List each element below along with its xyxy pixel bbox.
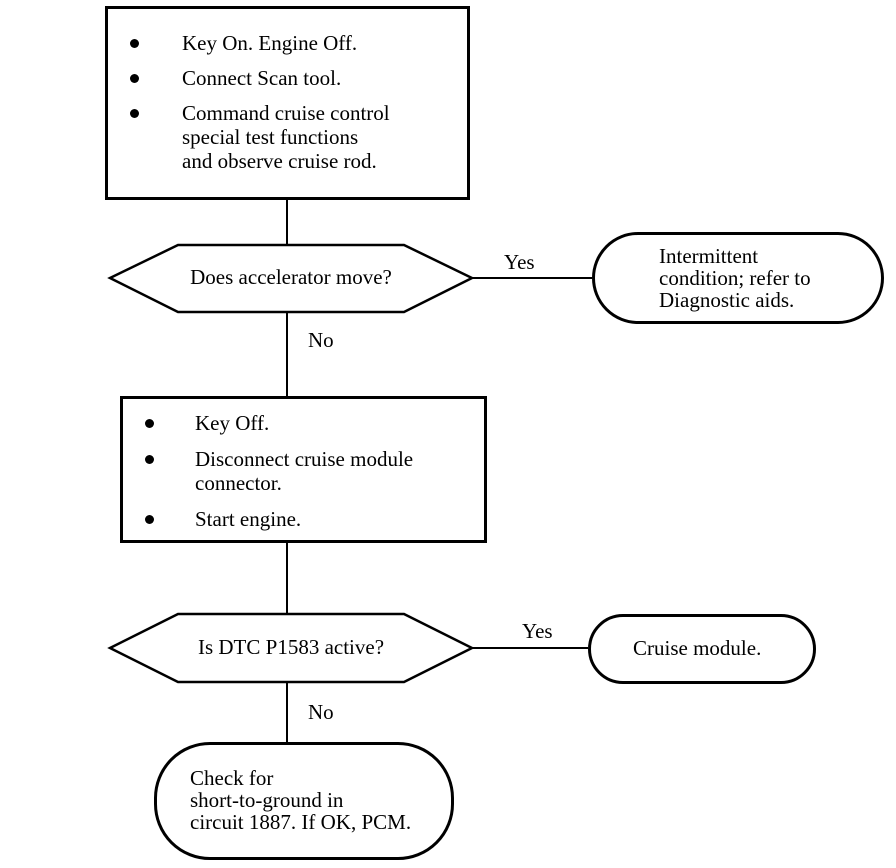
result2-terminal: Cruise module. xyxy=(588,614,816,684)
step1-item-connect-scan-tool: Connect Scan tool. xyxy=(108,66,467,90)
decision1-question: Does accelerator move? xyxy=(190,265,392,289)
step1-item-key-on: Key On. Engine Off. xyxy=(108,31,467,55)
decision2-question: Is DTC P1583 active? xyxy=(197,635,385,659)
step1-box: Key On. Engine Off. Connect Scan tool. C… xyxy=(105,6,470,200)
decision1-no-label: No xyxy=(308,328,334,352)
decision2-yes-label: Yes xyxy=(522,619,553,643)
step2-box: Key Off. Disconnect cruise module connec… xyxy=(120,396,487,543)
step1-item-command-cruise: Command cruise control special test func… xyxy=(108,101,467,173)
step2-item-start-engine: Start engine. xyxy=(123,507,484,531)
result3-terminal: Check for short-to-ground in circuit 188… xyxy=(154,742,454,860)
step2-item-key-off: Key Off. xyxy=(123,411,484,435)
step2-item-disconnect-module: Disconnect cruise module connector. xyxy=(123,447,484,495)
decision1-yes-label: Yes xyxy=(504,250,535,274)
decision2-no-label: No xyxy=(308,700,334,724)
step2-list: Key Off. Disconnect cruise module connec… xyxy=(123,411,484,531)
step1-list: Key On. Engine Off. Connect Scan tool. C… xyxy=(108,31,467,173)
result1-terminal: Intermittent condition; refer to Diagnos… xyxy=(592,232,884,324)
